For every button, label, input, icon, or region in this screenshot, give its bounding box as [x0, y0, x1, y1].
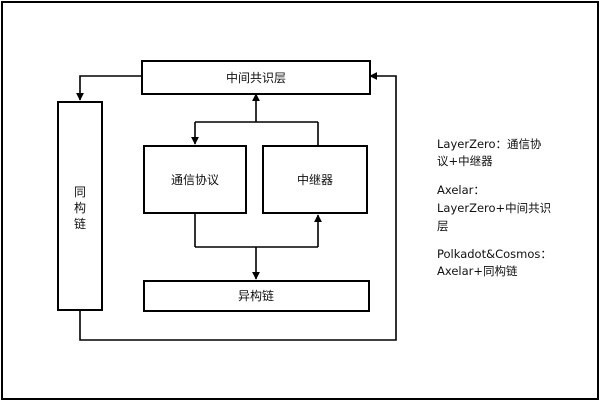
- node-relayer: 中继器: [262, 145, 368, 214]
- note-axelar-line-3: 层: [437, 219, 449, 233]
- node-relayer-label: 中继器: [297, 172, 333, 187]
- node-homogeneous-chain-line-2: 构: [74, 200, 86, 215]
- node-homogeneous-chain-line-1: 同: [74, 185, 86, 199]
- note-axelar-line-2: LayerZero+中间共识: [437, 201, 551, 215]
- node-middle-layer-label: 中间共识层: [226, 70, 286, 85]
- note-layerzero-line-2: 议+中继器: [437, 154, 493, 168]
- note-layerzero-line-1: LayerZero：通信协: [437, 137, 542, 151]
- note-polkadot-cosmos: Polkadot&Cosmos： Axelar+同构链: [437, 247, 552, 278]
- node-heterogeneous-chain-label: 异构链: [238, 288, 274, 303]
- node-comm-protocol: 通信协议: [143, 145, 247, 214]
- note-layerzero: LayerZero：通信协 议+中继器: [437, 137, 542, 168]
- node-middle-layer: 中间共识层: [141, 60, 371, 95]
- edge-homogeneous-to-middle: [79, 72, 397, 341]
- note-axelar: Axelar： LayerZero+中间共识 层: [437, 183, 551, 233]
- node-comm-protocol-label: 通信协议: [171, 172, 219, 187]
- node-homogeneous-chain-line-3: 链: [74, 216, 86, 231]
- node-homogeneous-chain: 同 构 链: [57, 101, 103, 311]
- edge-middle-to-homogeneous: [76, 75, 142, 101]
- node-heterogeneous-chain: 异构链: [143, 280, 370, 312]
- note-polkadot-line-2: Axelar+同构链: [437, 264, 518, 278]
- note-axelar-line-1: Axelar：: [437, 183, 485, 197]
- note-polkadot-line-1: Polkadot&Cosmos：: [437, 247, 552, 261]
- notes-panel: LayerZero：通信协 议+中继器 Axelar： LayerZero+中间…: [437, 137, 552, 278]
